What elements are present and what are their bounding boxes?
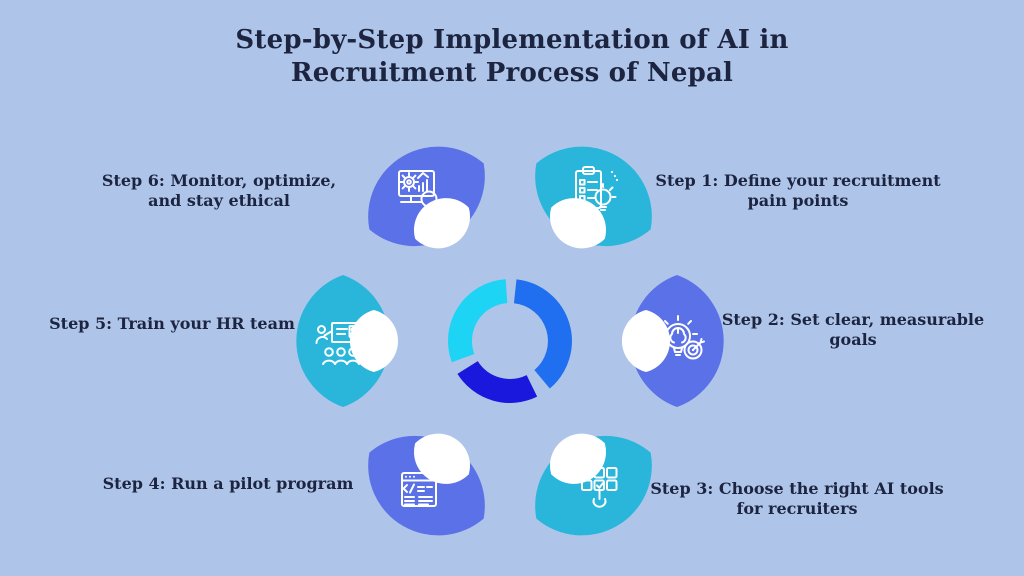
center-ring <box>447 279 572 403</box>
monitor-gear-magnifier-icon <box>398 170 442 212</box>
title-line-2: Recruitment Process of Nepal <box>290 57 734 88</box>
code-window-gear-icon <box>401 461 448 507</box>
label-line: Step 5: Train your HR team <box>49 314 295 333</box>
grid-select-tap-icon <box>581 467 618 508</box>
label-step-6: Step 6: Monitor, optimize, and stay ethi… <box>102 171 336 211</box>
label-step-1: Step 1: Define your recruitment pain poi… <box>655 171 940 211</box>
trainer-team-icon <box>315 322 360 365</box>
petal-fold-highlight <box>349 310 399 372</box>
petal-shape <box>535 146 652 247</box>
petal-shape <box>368 435 485 536</box>
lightbulb-brain-target-icon <box>658 315 705 360</box>
clipboard-checklist-lightbulb-icon <box>575 166 619 211</box>
petal-step-6 <box>368 146 485 249</box>
ring-segment-cyan <box>447 279 508 363</box>
label-line: Step 4: Run a pilot program <box>102 474 354 493</box>
petal-step-1 <box>535 146 652 249</box>
petal-fold-highlight <box>413 433 471 484</box>
label-line: pain points <box>747 191 849 210</box>
petal-fold-highlight <box>413 198 471 249</box>
label-line: and stay ethical <box>148 191 290 210</box>
petal-step-4 <box>368 433 485 536</box>
label-line: for recruiters <box>736 499 858 518</box>
title-line-1: Step-by-Step Implementation of AI in <box>235 25 789 55</box>
label-line: Step 6: Monitor, optimize, <box>101 171 337 190</box>
label-line: goals <box>829 330 877 349</box>
label-line: Step 1: Define your recruitment <box>655 171 941 190</box>
label-step-2: Step 2: Set clear, measurable goals <box>722 310 984 350</box>
petal-shape <box>630 275 724 407</box>
ring-segment-deep-blue <box>457 360 538 403</box>
petal-fold-highlight <box>549 198 607 249</box>
petal-step-2 <box>621 275 724 407</box>
ring-segment-azure <box>513 279 572 389</box>
label-step-5: Step 5: Train your HR team <box>49 314 295 334</box>
petal-fold-highlight <box>621 310 671 372</box>
page-title: Step-by-Step Implementation of AI in Rec… <box>0 24 1024 89</box>
label-step-3: Step 3: Choose the right AI tools for re… <box>650 479 943 519</box>
label-step-4: Step 4: Run a pilot program <box>103 474 354 494</box>
label-line: Step 3: Choose the right AI tools <box>650 479 944 498</box>
label-line: Step 2: Set clear, measurable <box>721 310 985 329</box>
